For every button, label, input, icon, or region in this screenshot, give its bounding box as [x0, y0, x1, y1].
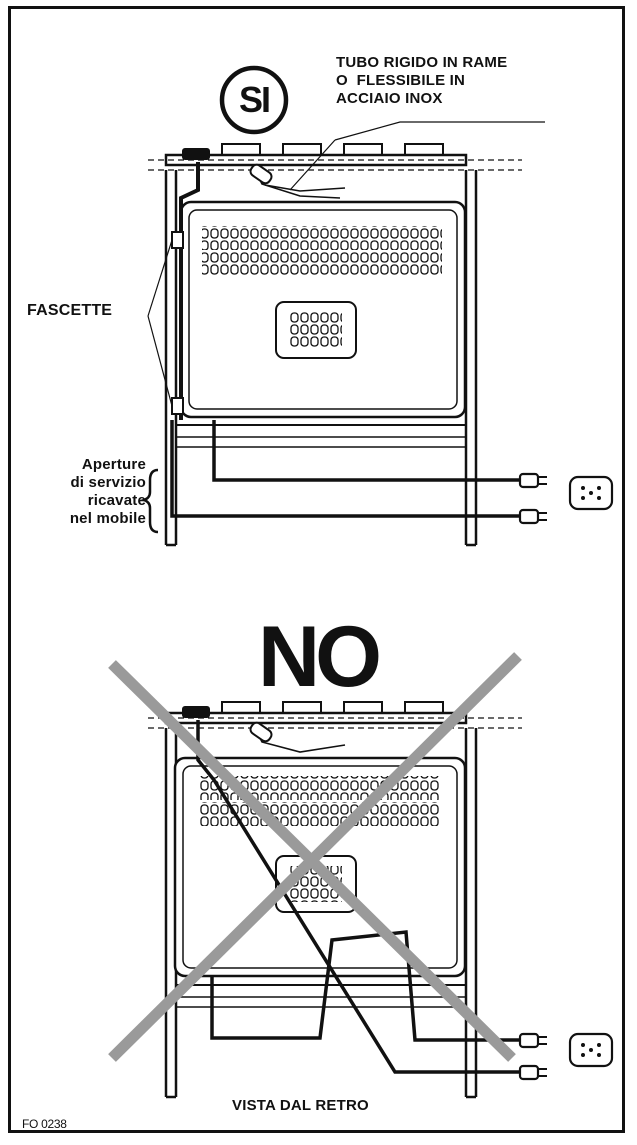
electric-cable-upper [212, 420, 520, 482]
approved-circle [219, 65, 289, 135]
electric-cable-lower [170, 420, 520, 518]
approved-verdict: SI [238, 79, 271, 120]
clamps-label: FASCETTE [27, 302, 113, 319]
wrong-electric-cable [210, 930, 520, 1042]
clamp-lower [171, 397, 184, 415]
rigid-gas-pipe [179, 162, 200, 420]
figure-code: FO 0238 [22, 1117, 67, 1131]
view-label: VISTA DAL RETRO [232, 1097, 369, 1114]
wall-socket-bottom [568, 1032, 614, 1068]
prohibited-verdict: NO [258, 609, 382, 705]
bottom-cooker-diagram [108, 652, 614, 1099]
wall-socket-top [568, 475, 614, 511]
vent-holes [202, 226, 442, 250]
openings-brace [140, 468, 159, 534]
top-cooker-diagram [140, 65, 614, 547]
gas-connector [182, 148, 210, 160]
openings-label: Aperture di servizio ricavate nel mobile [69, 456, 146, 527]
pipe-label: TUBO RIGIDO IN RAME O FLESSIBILE IN ACCI… [336, 54, 508, 107]
prohibited-cross [108, 652, 522, 1062]
figure-frame [8, 6, 625, 1133]
clamp-upper [171, 231, 184, 249]
